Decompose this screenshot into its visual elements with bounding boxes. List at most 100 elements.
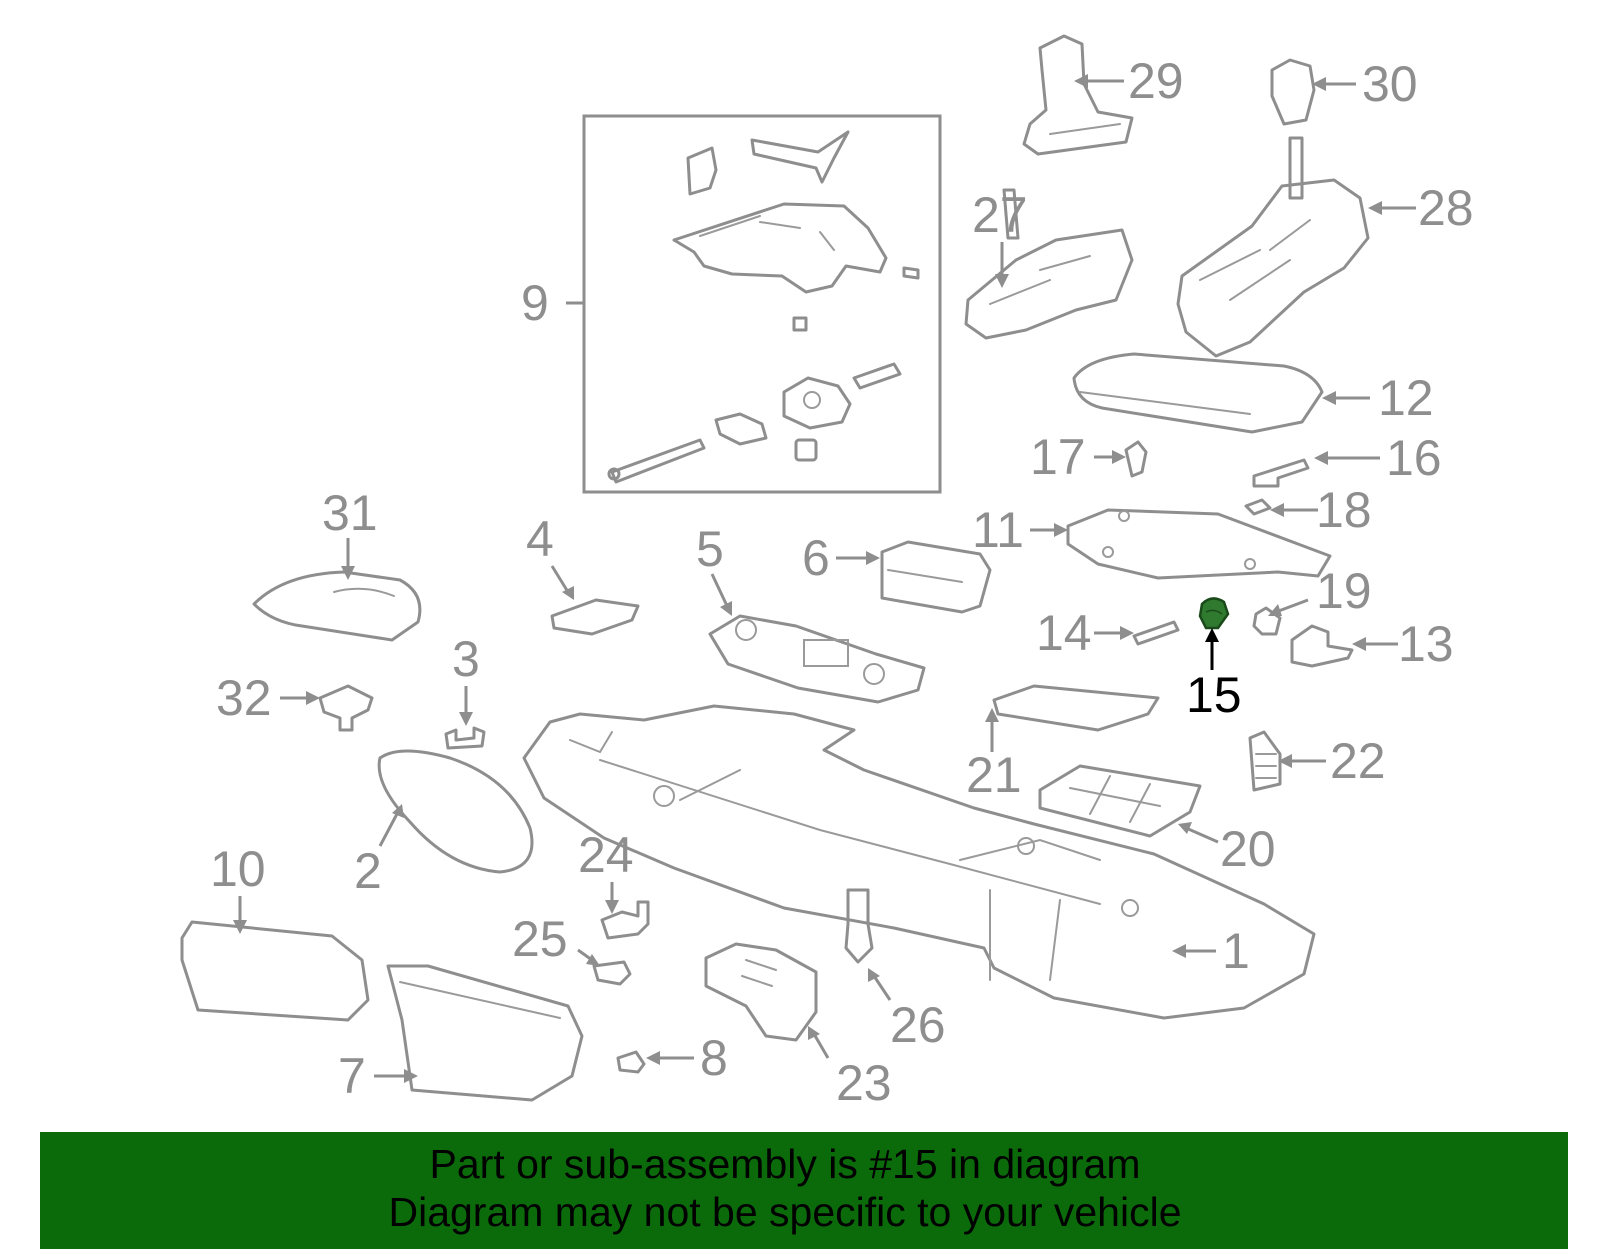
part-23-module[interactable] [704,942,818,1042]
arrowhead-29 [1074,74,1088,88]
part-19-clip[interactable] [1252,606,1282,636]
arrowhead-1 [1172,944,1186,958]
part-21-mat[interactable] [992,684,1160,732]
part-18-clip[interactable] [1244,498,1272,516]
callout-17[interactable]: 17 [1030,429,1086,485]
arrowhead-4 [562,586,574,600]
part-26-connector[interactable] [844,888,874,964]
leader-19 [1275,598,1309,614]
callout-22[interactable]: 22 [1330,733,1386,789]
arrowhead-23 [808,1026,820,1040]
callout-6[interactable]: 6 [802,530,830,586]
callout-16[interactable]: 16 [1386,430,1442,486]
callout-28[interactable]: 28 [1418,180,1474,236]
part-31-cover[interactable] [252,570,422,642]
callout-5[interactable]: 5 [696,521,724,577]
arrowhead-11 [1054,523,1068,537]
part-20-tray[interactable] [1038,764,1202,838]
arrowhead-17 [1112,450,1126,464]
callout-20[interactable]: 20 [1220,821,1276,877]
arrowhead-24 [605,900,619,914]
callout-15[interactable]: 15 [1186,667,1242,723]
callout-25[interactable]: 25 [512,911,568,967]
part-10-panel[interactable] [180,920,370,1022]
callout-8[interactable]: 8 [700,1030,728,1086]
callout-2[interactable]: 2 [354,843,382,899]
part-17-clip[interactable] [1124,440,1148,478]
caption-part-notice: Part or sub-assembly is #15 in diagram [429,1141,1141,1187]
part-13-bracket[interactable] [1290,624,1354,668]
callout-12[interactable]: 12 [1378,370,1434,426]
callout-10[interactable]: 10 [210,841,266,897]
arrowhead-15 [1205,628,1219,642]
callout-18[interactable]: 18 [1316,482,1372,538]
callout-4[interactable]: 4 [526,511,554,567]
arrowhead-21 [985,708,999,722]
part-6-switch[interactable] [880,540,992,614]
callout-3[interactable]: 3 [452,631,480,687]
part-2-panel[interactable] [377,749,534,874]
callout-31[interactable]: 31 [322,485,378,541]
part-9-parking-brake-assembly[interactable] [582,114,942,494]
part-4-cover[interactable] [550,598,640,636]
part-1-console[interactable] [522,704,1316,1020]
part-15-bumper[interactable] [1198,597,1230,630]
arrowhead-2 [392,804,404,818]
leader-5 [710,573,730,609]
callout-1[interactable]: 1 [1222,923,1250,979]
part-11-armrest-base[interactable] [1066,508,1332,580]
caption-banner: Part or sub-assembly is #15 in diagram D… [40,1132,1568,1249]
part-24-bracket[interactable] [600,900,650,940]
callout-14[interactable]: 14 [1036,605,1092,661]
part-28-shifter-assembly[interactable] [1176,136,1370,358]
part-3-clip[interactable] [444,726,486,750]
callout-7[interactable]: 7 [338,1048,366,1104]
part-16-hinge[interactable] [1252,458,1310,488]
leader-26 [872,975,892,1001]
leader-2 [378,811,400,847]
callout-19[interactable]: 19 [1316,563,1372,619]
arrowhead-7 [404,1069,418,1083]
callout-23[interactable]: 23 [836,1055,892,1111]
leader-4 [550,565,570,593]
arrowhead-12 [1322,391,1336,405]
callout-29[interactable]: 29 [1128,53,1184,109]
callout-27[interactable]: 27 [972,187,1028,243]
arrowhead-14 [1120,626,1134,640]
arrowhead-20 [1178,822,1192,834]
callout-11[interactable]: 11 [972,502,1024,558]
callout-30[interactable]: 30 [1362,56,1418,112]
callout-21[interactable]: 21 [966,747,1022,803]
callout-26[interactable]: 26 [890,997,946,1053]
callout-13[interactable]: 13 [1398,616,1454,672]
arrowhead-13 [1352,637,1366,651]
part-8-clip[interactable] [616,1050,646,1074]
arrowhead-22 [1278,754,1292,768]
part-14-pin[interactable] [1132,620,1180,646]
part-27-manual-shifter[interactable] [964,188,1134,340]
arrowhead-31 [341,566,355,580]
callout-24[interactable]: 24 [578,827,634,883]
part-5-shifter-bezel[interactable] [708,614,926,704]
arrowhead-18 [1270,503,1284,517]
callout-32[interactable]: 32 [216,670,272,726]
arrowhead-5 [720,601,732,616]
part-32-cup[interactable] [318,684,374,732]
arrowhead-27 [995,274,1009,288]
part-30-shift-knob[interactable] [1270,58,1316,126]
arrowhead-32 [306,691,320,705]
part-22-grille[interactable] [1248,730,1282,792]
leader-23 [812,1033,830,1059]
callout-9[interactable]: 9 [521,275,549,331]
part-7-panel[interactable] [386,964,584,1102]
part-12-armrest-lid[interactable] [1072,352,1324,434]
arrowhead-6 [866,551,880,565]
arrowhead-28 [1368,201,1382,215]
leader-20 [1185,826,1219,844]
part-25-bracket[interactable] [592,960,632,986]
part-29-shift-boot[interactable] [1022,34,1134,156]
arrowhead-16 [1314,451,1328,465]
arrowhead-8 [646,1051,660,1065]
arrowhead-19 [1268,604,1282,616]
